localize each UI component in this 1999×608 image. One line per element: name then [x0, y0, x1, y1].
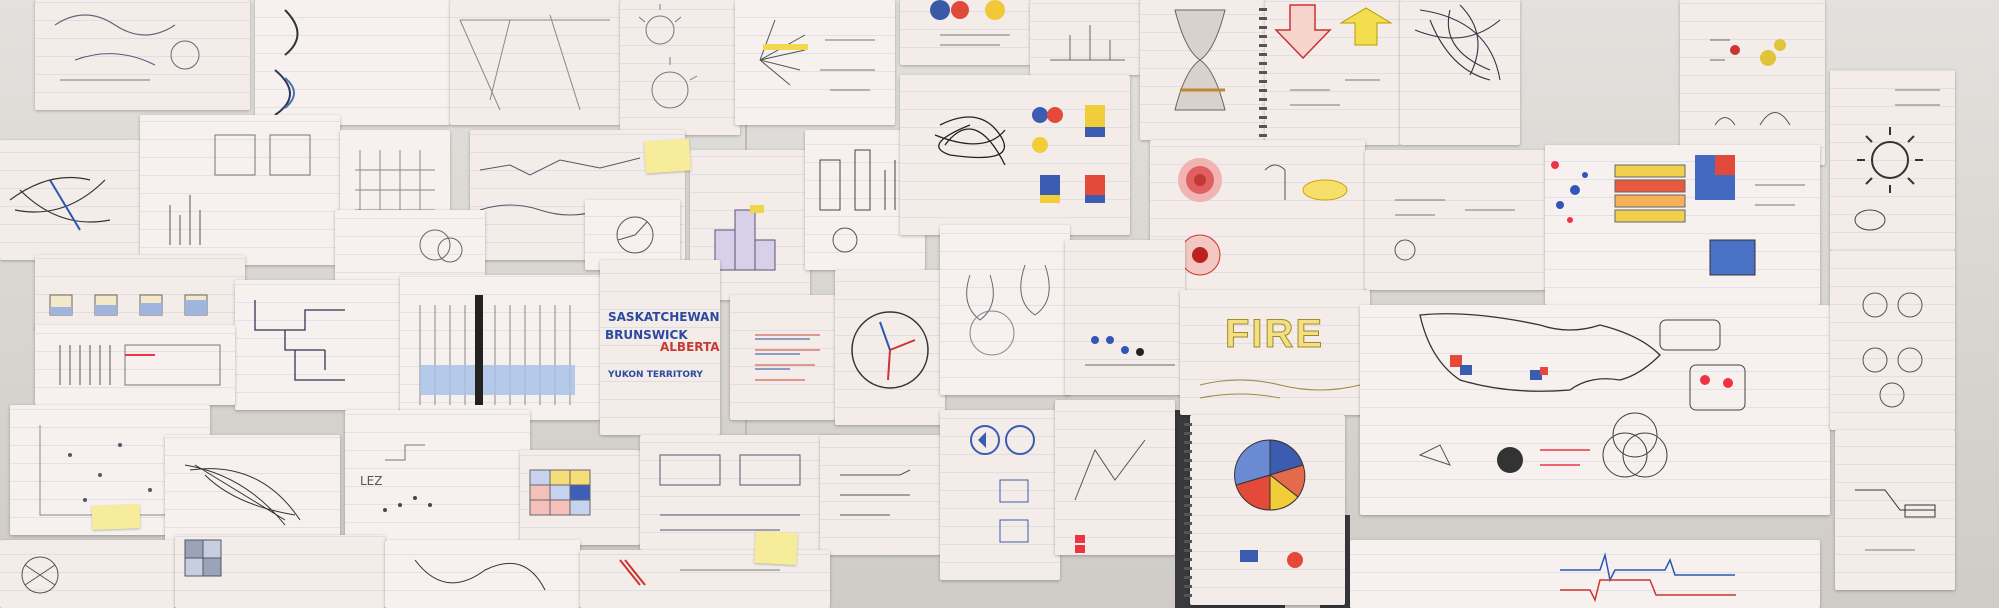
pie-chart-icon: [616, 216, 654, 254]
sketch-paper: [735, 0, 895, 125]
sketch-paper: [900, 75, 1130, 235]
clock-chart-icon: [851, 311, 929, 389]
sketch-paper: [640, 435, 840, 550]
sketch-paper: [1030, 0, 1140, 75]
sketch-paper: [1360, 305, 1830, 515]
sunburst-icon: [1854, 89, 1940, 231]
sketch-paper: [165, 435, 340, 545]
sketch-paper: [255, 0, 450, 125]
sketch-paper: [1680, 0, 1825, 165]
sketch-paper: [1150, 140, 1365, 290]
sketch-paper: [0, 540, 175, 608]
sketch-paper: [730, 295, 835, 420]
sketch-paper: [820, 435, 940, 555]
sketch-paper: [385, 540, 580, 608]
sketch-paper: [1259, 0, 1400, 145]
fire-title: FIRE: [1224, 312, 1325, 357]
sketch-paper: [1365, 150, 1545, 290]
sketch-paper: [35, 255, 245, 330]
sketch-paper: SASKATCHEWAN BRUNSWICK ALBERTA YUKON TER…: [600, 260, 720, 435]
sketch-paper: [1835, 430, 1955, 590]
sketch-paper: [175, 535, 385, 608]
sketch-paper: [900, 0, 1030, 65]
sketch-paper: [35, 325, 235, 405]
sketch-paper: [235, 280, 400, 410]
sketch-paper: [1140, 0, 1265, 140]
label-alberta: ALBERTA: [660, 340, 720, 354]
sticky-note: [643, 138, 692, 174]
sketch-paper: [620, 0, 740, 135]
label-brunswick: BRUNSWICK: [605, 328, 688, 342]
venn-diagram-icon: [1602, 412, 1668, 478]
network-graph-icon: [1414, 4, 1501, 81]
sketch-paper: [1350, 540, 1820, 608]
sketch-paper: [1830, 250, 1955, 430]
sketch-paper: [940, 225, 1070, 395]
sketch-paper: [835, 270, 945, 425]
sketch-paper: [1065, 240, 1185, 395]
sketch-paper: [1184, 415, 1345, 605]
sketch-paper: [520, 450, 640, 545]
sketch-paper: LEZ: [345, 410, 530, 540]
arrow-up-icon: [1339, 7, 1393, 46]
sketch-paper: [1400, 0, 1520, 145]
sketch-paper: FIRE: [1180, 290, 1370, 415]
sketch-paper: [400, 275, 600, 420]
sketch-paper: [450, 0, 620, 125]
map-sketch-icon: [1418, 313, 1746, 478]
svg-text:LEZ: LEZ: [360, 474, 383, 488]
sketch-paper: [585, 200, 680, 270]
sketch-paper: [1055, 400, 1175, 555]
sticky-note: [754, 530, 798, 566]
sketch-paper: [940, 410, 1060, 580]
sketch-paper: [1545, 145, 1820, 305]
sketch-paper: [35, 0, 250, 110]
label-yukon: YUKON TERRITORY: [608, 370, 703, 380]
sketch-paper: [1830, 70, 1955, 250]
sticky-note: [91, 504, 141, 530]
sketch-paper: [140, 115, 340, 265]
sketch-paper: [0, 140, 140, 260]
label-saskatchewan: SASKATCHEWAN: [608, 310, 720, 324]
arrow-down-icon: [1274, 4, 1332, 60]
sketch-paper: [690, 150, 810, 300]
